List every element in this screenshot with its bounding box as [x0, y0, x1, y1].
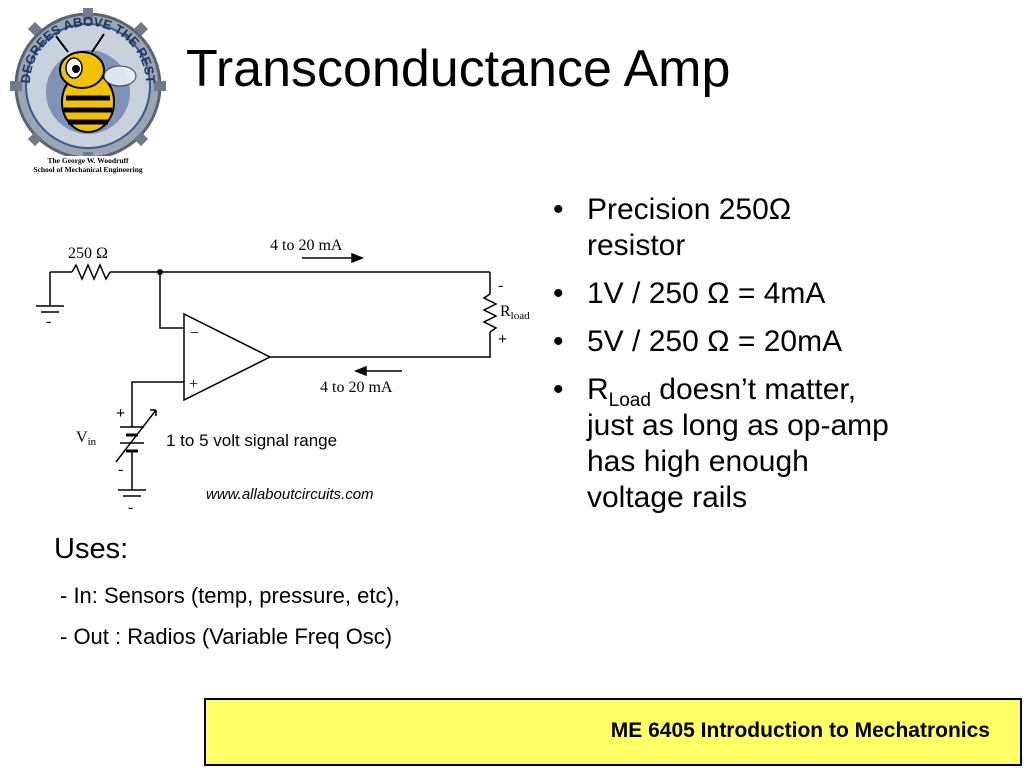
load-plus-sign: + [498, 331, 507, 348]
gear-logo-icon: DEGREES ABOVE THE REST [10, 8, 166, 156]
wire-feedback-node [159, 272, 184, 329]
course-footer: ME 6405 Introduction to Mechatronics [204, 698, 1022, 766]
load-resistor-symbol [482, 293, 498, 333]
current-label-top: 4 to 20 mA [270, 237, 343, 254]
bullet-list: • Precision 250Ω resistor • 1V / 250 Ω =… [553, 192, 1013, 528]
source-plus-sign: + [116, 405, 125, 422]
georgia-tech-me-logo: DEGREES ABOVE THE REST The George W. Woo… [8, 6, 168, 178]
load-label: Rload [500, 303, 530, 322]
logo-caption-line1: The George W. Woodruff [47, 156, 129, 165]
bullet-marker: • [553, 193, 564, 226]
wire-return [270, 332, 491, 358]
logo-caption-line2: School of Mechanical Engineering [33, 165, 143, 174]
resistor-label: 250 Ω [68, 245, 108, 262]
uses-item-out: - Out : Radios (Variable Freq Osc) [60, 624, 393, 649]
uses-heading: Uses: [54, 533, 129, 565]
vin-label: Vin [76, 429, 97, 448]
opamp-minus-sign: − [190, 325, 199, 342]
uses-item-in: - In: Sensors (temp, pressure, etc), [60, 583, 400, 608]
opamp-plus-sign: + [189, 376, 198, 393]
wire-noninverting [131, 381, 184, 427]
ground-mark-left: - [46, 313, 51, 330]
load-minus-sign: - [498, 277, 503, 294]
slide-title: Transconductance Amp [186, 40, 731, 98]
circuit-diagram: 250 Ω 4 to 20 mA 4 to 20 mA - Rload + − … [20, 222, 540, 522]
bullet-4ma: • 1V / 250 Ω = 4mA [553, 277, 826, 310]
variable-source-arrow [115, 409, 157, 463]
current-label-bottom: 4 to 20 mA [320, 379, 393, 396]
bullet-marker: • [553, 277, 564, 310]
source-credit: www.allaboutcircuits.com [206, 486, 374, 503]
source-minus-sign: - [118, 461, 123, 478]
node-dot [157, 269, 163, 275]
resistor-250-symbol [71, 263, 111, 281]
bullet-marker: • [553, 373, 564, 406]
bullet-rload: • RLoad doesn’t matter, just as long as … [553, 373, 889, 514]
course-title: ME 6405 Introduction to Mechatronics [610, 719, 990, 742]
signal-range-label: 1 to 5 volt signal range [166, 431, 337, 450]
bullet-marker: • [553, 325, 564, 358]
opamp-symbol [183, 312, 272, 402]
bullet-20ma: • 5V / 250 Ω = 20mA [553, 325, 843, 358]
ground-mark-bottom: - [128, 499, 133, 516]
bullet-precision-resistor: • Precision 250Ω resistor [553, 193, 792, 262]
